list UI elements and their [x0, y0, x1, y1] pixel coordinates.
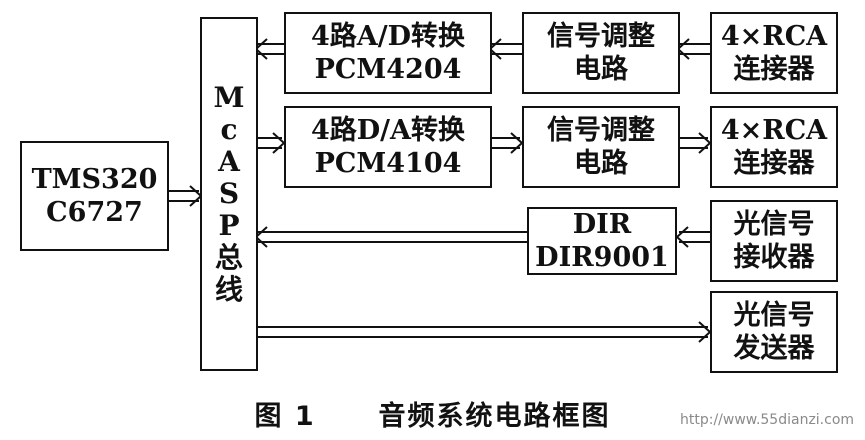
figure-caption: 图 1 音频系统电路框图: [0, 394, 865, 433]
adc-cond-line-2: 电路: [574, 54, 628, 85]
dac-line-2: PCM4104: [314, 148, 462, 179]
optical-transmitter-block: 光信号 发送器: [710, 291, 838, 373]
dac-cond-line-1: 信号调整: [547, 115, 655, 146]
arrow-dir-to-bus: [254, 226, 527, 248]
arrow-dac-to-cond2: [490, 132, 524, 154]
bus-char: c: [220, 113, 238, 146]
optical-receiver-block: 光信号 接收器: [710, 200, 838, 282]
dac-block: 4路D/A转换 PCM4104: [284, 106, 492, 188]
adc-line-1: 4路A/D转换: [310, 21, 465, 52]
rca-out-line-2: 连接器: [733, 148, 815, 179]
arrow-bus-to-opttx: [256, 321, 712, 343]
rca-output-connector-block: 4×RCA 连接器: [710, 106, 838, 188]
arrow-bus-to-dac: [256, 132, 286, 154]
arrow-rca-in-to-cond1: [676, 38, 710, 60]
dir-line-1: DIR: [572, 209, 632, 240]
bus-char: A: [218, 145, 240, 178]
dir-receiver-block: DIR DIR9001: [527, 207, 677, 275]
opt-rx-line-2: 接收器: [733, 242, 815, 273]
dsp-line-1: TMS320: [31, 164, 158, 195]
arrow-adc-to-bus: [254, 38, 284, 60]
adc-signal-conditioning-block: 信号调整 电路: [522, 12, 680, 94]
dac-line-1: 4路D/A转换: [310, 115, 465, 146]
opt-tx-line-2: 发送器: [733, 333, 815, 364]
bus-char: 总: [214, 241, 243, 274]
bus-char: 线: [214, 273, 243, 306]
rca-in-line-2: 连接器: [733, 54, 815, 85]
opt-rx-line-1: 光信号: [733, 209, 815, 240]
rca-input-connector-block: 4×RCA 连接器: [710, 12, 838, 94]
bus-char: S: [218, 177, 240, 210]
watermark-url: http://www.55dianzi.com: [680, 412, 855, 428]
bus-char: M: [213, 81, 245, 114]
dir-line-2: DIR9001: [535, 242, 669, 273]
dsp-block: TMS320 C6727: [20, 141, 169, 251]
figure-title: 音频系统电路框图: [378, 401, 611, 432]
arrow-dsp-to-bus: [167, 185, 203, 207]
adc-line-2: PCM4204: [314, 54, 462, 85]
rca-in-line-1: 4×RCA: [720, 21, 828, 52]
dac-signal-conditioning-block: 信号调整 电路: [522, 106, 680, 188]
bus-char: P: [218, 209, 240, 242]
dsp-line-2: C6727: [46, 197, 143, 228]
adc-cond-line-1: 信号调整: [547, 21, 655, 52]
mcasp-bus-block: M c A S P 总 线: [200, 17, 258, 371]
figure-number: 图 1: [254, 401, 316, 432]
arrow-cond2-to-rca-out: [678, 132, 712, 154]
opt-tx-line-1: 光信号: [733, 300, 815, 331]
arrow-cond1-to-adc: [488, 38, 522, 60]
adc-block: 4路A/D转换 PCM4204: [284, 12, 492, 94]
arrow-optrx-to-dir: [675, 226, 710, 248]
dac-cond-line-2: 电路: [574, 148, 628, 179]
rca-out-line-1: 4×RCA: [720, 115, 828, 146]
